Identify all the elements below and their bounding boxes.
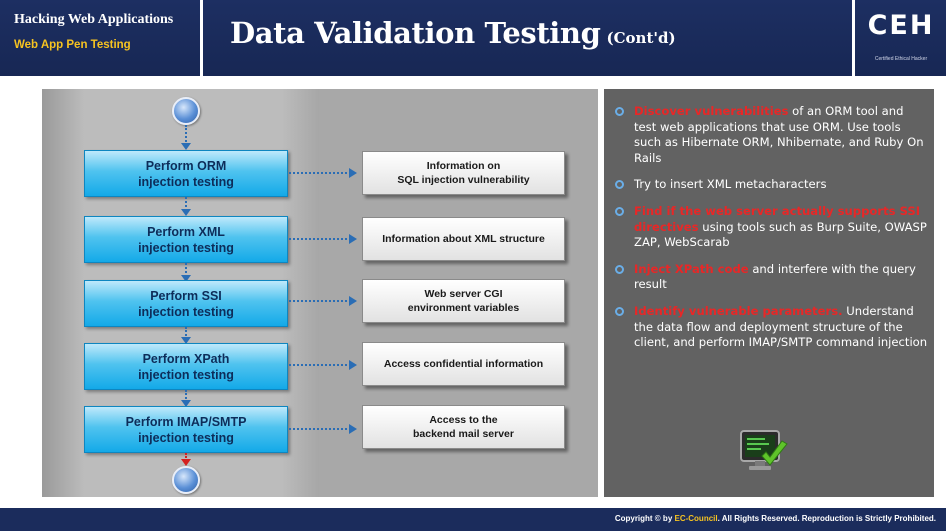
info-imap-smtp: Access to the backend mail server: [362, 405, 565, 449]
step-label: Perform XPath injection testing: [138, 351, 234, 382]
ring-bullet-icon: [615, 206, 624, 216]
bullet-highlight: Find if the web server actually supports…: [634, 203, 921, 234]
flow-connector: [185, 197, 187, 211]
bullet-item: Try to insert XML metacharacters: [612, 177, 928, 193]
info-label: Web server CGI environment variables: [407, 288, 520, 314]
bullet-text: and interfere with the query result: [634, 261, 916, 292]
bullet-item: Discover vulnerabilities of an ORM tool …: [612, 104, 928, 166]
copyright-suffix: . All Rights Reserved. Reproduction is S…: [717, 514, 936, 523]
bullet-highlight: Discover vulnerabilities: [634, 104, 789, 118]
flow-arrow-icon: [181, 143, 191, 150]
bullets-panel: [604, 89, 934, 497]
info-label: Access confidential information: [383, 358, 544, 370]
arrow-right-icon: [349, 424, 357, 434]
bullet-highlight: Identify vulnerable parameters.: [634, 303, 843, 318]
arrow-right-icon: [349, 234, 357, 244]
info-label: Information about XML structure: [382, 233, 545, 245]
bullet-item: Inject XPath code and interfere with the…: [612, 262, 928, 293]
arrow-right-icon: [349, 296, 357, 306]
ring-bullet-icon: [615, 107, 624, 116]
info-ssi: Web server CGI environment variables: [362, 279, 565, 323]
step-label: Perform SSI injection testing: [138, 288, 234, 319]
info-label: Information on SQL injection vulnerabili…: [397, 160, 530, 186]
flow-connector-end: [185, 453, 187, 461]
step-connector: [289, 300, 351, 302]
flow-connector: [185, 263, 187, 277]
bullet-text: of an ORM tool and test web applications…: [634, 104, 924, 165]
flow-connector: [185, 390, 187, 402]
start-node-icon: [172, 97, 200, 125]
step-connector: [289, 428, 351, 430]
ring-bullet-icon: [615, 180, 624, 190]
step-connector: [289, 364, 351, 366]
bullet-text: using tools such as Burp Suite, OWASP ZA…: [634, 219, 927, 250]
flow-arrow-end-icon: [181, 459, 191, 466]
flow-arrow-icon: [181, 275, 191, 282]
step-label: Perform ORM injection testing: [138, 158, 234, 189]
flow-arrow-icon: [181, 337, 191, 344]
step-xml: Perform XML injection testing: [84, 216, 288, 263]
step-orm: Perform ORM injection testing: [84, 150, 288, 197]
step-connector: [289, 172, 351, 174]
step-imap-smtp: Perform IMAP/SMTP injection testing: [84, 406, 288, 453]
slide-title: Data Validation Testing (Cont'd): [230, 16, 676, 50]
info-xpath: Access confidential information: [362, 342, 565, 386]
step-connector: [289, 238, 351, 240]
arrow-right-icon: [349, 360, 357, 370]
bullet-item: Identify vulnerable parameters. Understa…: [612, 304, 928, 351]
ceh-logo: CEH Certified Ethical Hacker: [862, 6, 940, 70]
bullet-list: Discover vulnerabilities of an ORM tool …: [612, 104, 928, 362]
end-node-icon: [172, 466, 200, 494]
bullet-text: Try to insert XML metacharacters: [634, 177, 827, 192]
copyright-prefix: Copyright © by: [614, 514, 675, 523]
slide-title-suffix: (Cont'd): [606, 29, 676, 47]
bullet-highlight: Inject XPath code: [634, 261, 749, 276]
header-divider: [852, 0, 855, 76]
step-label: Perform XML injection testing: [138, 224, 234, 255]
flow-connector: [185, 327, 187, 339]
slide-header: Hacking Web Applications Web App Pen Tes…: [0, 0, 946, 76]
course-title: Hacking Web Applications: [14, 12, 174, 27]
flow-connector: [185, 125, 187, 145]
logo-letters: CEH: [867, 10, 935, 41]
step-ssi: Perform SSI injection testing: [84, 280, 288, 327]
arrow-right-icon: [349, 168, 357, 178]
header-divider: [200, 0, 203, 76]
info-orm: Information on SQL injection vulnerabili…: [362, 151, 565, 195]
logo-tagline: Certified Ethical Hacker: [874, 56, 928, 62]
brand-name: EC-Council: [674, 514, 718, 523]
info-label: Access to the backend mail server: [413, 414, 514, 440]
bullet-text: Understand the data flow and deployment …: [634, 303, 928, 350]
slide-title-main: Data Validation Testing: [230, 16, 601, 50]
copyright-notice: Copyright © by EC-Council. All Rights Re…: [615, 514, 936, 523]
ring-bullet-icon: [615, 264, 624, 274]
step-xpath: Perform XPath injection testing: [84, 343, 288, 390]
info-xml: Information about XML structure: [362, 217, 565, 261]
module-label: Web App Pen Testing: [14, 39, 131, 51]
flow-arrow-icon: [181, 209, 191, 216]
bullet-item: Find if the web server actually supports…: [612, 204, 928, 251]
step-label: Perform IMAP/SMTP injection testing: [125, 414, 247, 445]
monitor-check-icon: [740, 430, 788, 470]
flow-arrow-icon: [181, 400, 191, 407]
ring-bullet-icon: [615, 306, 624, 316]
slide-footer: Copyright © by EC-Council. All Rights Re…: [0, 508, 946, 531]
